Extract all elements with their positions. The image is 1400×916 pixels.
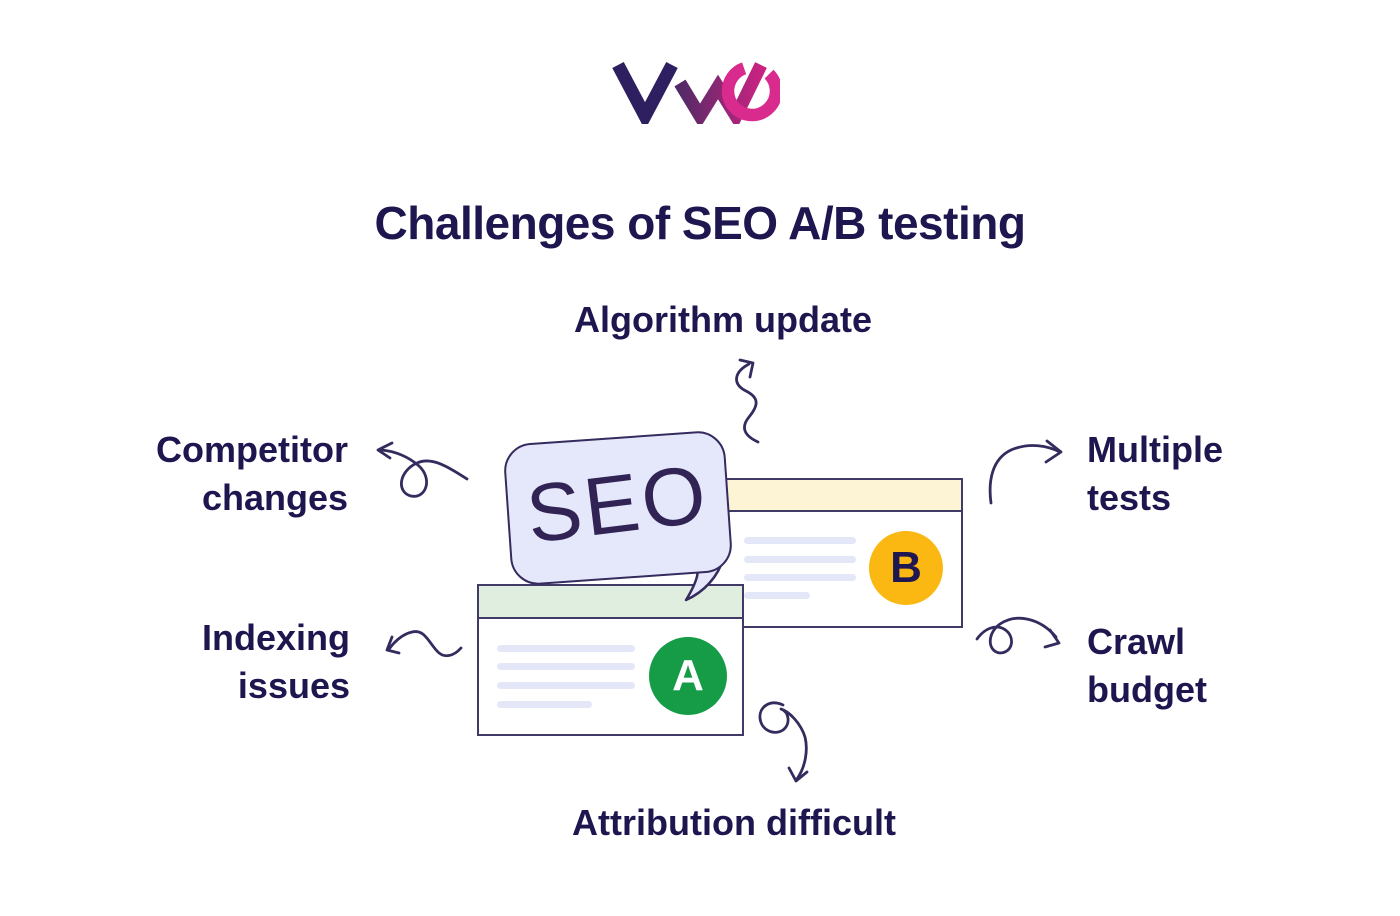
label-line: changes [201, 477, 348, 518]
skeleton-line [744, 556, 856, 563]
arrow-to-attribution-difficult-icon [758, 701, 809, 783]
seo-speech-bubble: SEO [502, 429, 734, 587]
label-line: Attribution difficult [572, 802, 896, 843]
page-title: Challenges of SEO A/B testing [374, 197, 1026, 249]
label-line: Indexing [201, 617, 350, 658]
skeleton-line [744, 574, 856, 581]
skeleton-line [497, 663, 635, 670]
label-line: Multiple [1087, 429, 1223, 470]
variant-a-card: A [477, 584, 744, 736]
arrow-to-multiple-tests-icon [988, 439, 1063, 505]
label-line: budget [1087, 669, 1207, 710]
label-line: Crawl [1087, 621, 1186, 662]
label-multiple-tests: Multiple tests [1087, 426, 1223, 522]
label-line: tests [1087, 477, 1172, 518]
arrow-to-indexing-issues-icon [385, 630, 463, 658]
label-algorithm-update: Algorithm update [400, 296, 1046, 344]
seo-bubble-text: SEO [521, 448, 714, 561]
vwo-logo-icon [612, 60, 780, 124]
label-crawl-budget: Crawl budget [1087, 618, 1207, 714]
variant-a-badge: A [649, 637, 727, 715]
skeleton-line [497, 645, 635, 652]
variant-b-card-header [702, 480, 961, 512]
skeleton-line [744, 537, 856, 544]
variant-b-letter: B [890, 543, 922, 592]
variant-a-letter: A [672, 651, 704, 700]
label-competitor-changes: Competitor changes [156, 426, 348, 522]
arrow-to-competitor-changes-icon [376, 441, 469, 498]
skeleton-line [497, 682, 635, 689]
arrow-to-crawl-budget-icon [975, 616, 1061, 655]
label-line: Competitor [156, 429, 348, 470]
label-indexing-issues: Indexing issues [202, 614, 350, 710]
arrow-to-algorithm-update-icon [735, 358, 760, 444]
variant-b-badge: B [869, 531, 943, 605]
label-line: issues [237, 665, 350, 706]
label-line: Algorithm update [574, 299, 872, 340]
label-attribution-difficult: Attribution difficult [534, 799, 934, 847]
skeleton-line [744, 592, 810, 599]
skeleton-line [497, 701, 592, 708]
